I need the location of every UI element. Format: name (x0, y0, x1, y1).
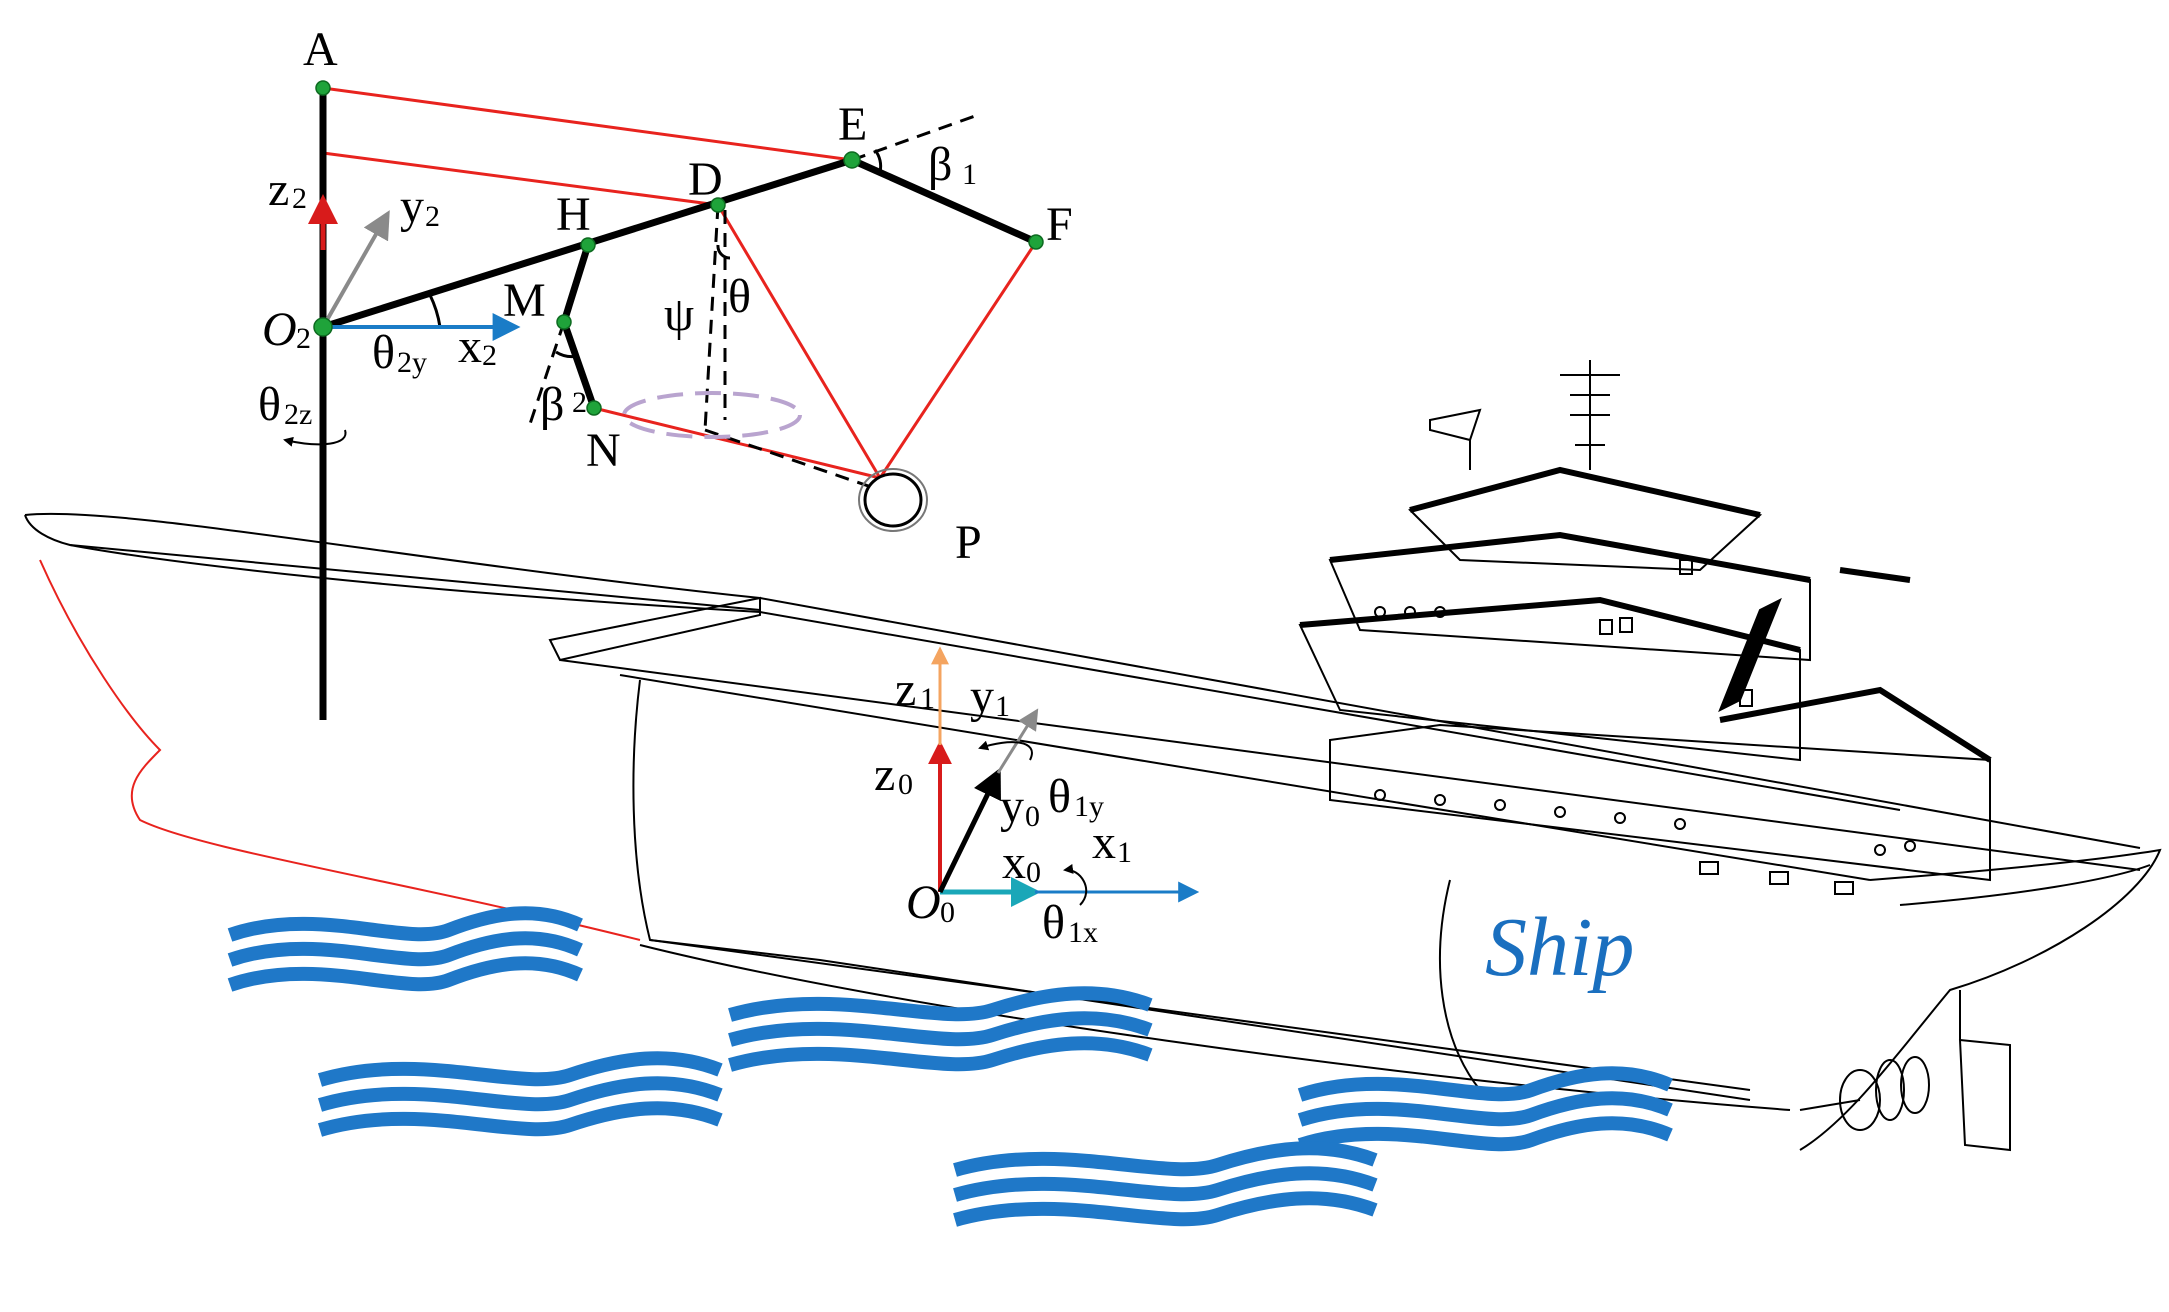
label-psi: ψ (664, 288, 694, 341)
label-F: F (1046, 198, 1073, 251)
jib-EF (850, 156, 1038, 246)
label-theta2z: θ (258, 378, 281, 431)
wave-stripe (728, 986, 1153, 1022)
joint-O2 (313, 317, 333, 337)
cables (322, 86, 1038, 480)
rotation-theta1y (978, 740, 1033, 761)
wave-stripe (953, 1141, 1378, 1177)
label-beta2-sub: 2 (572, 386, 587, 419)
label-O2: O (262, 303, 297, 356)
label-z1: z (895, 663, 916, 716)
label-y0: y (1000, 780, 1024, 833)
wave-stripe (728, 1036, 1153, 1072)
label-O2-sub: 2 (296, 322, 311, 355)
joint-E (843, 151, 861, 169)
label-P: P (955, 516, 982, 569)
label-x2: x (458, 320, 482, 373)
label-theta2y-sub: 2y (397, 346, 427, 379)
label-M: M (503, 274, 546, 327)
label-E: E (838, 98, 867, 151)
bow-outline (39, 559, 641, 941)
label-y2-sub: 2 (425, 200, 440, 233)
rotation-theta1x (1063, 863, 1088, 906)
label-z2: z (268, 163, 289, 216)
wave-stripe (227, 906, 583, 942)
label-z0: z (874, 748, 895, 801)
wave-stripe (1297, 1091, 1673, 1127)
label-theta2y: θ (372, 326, 395, 379)
label-y2: y (400, 180, 424, 233)
label-D: D (688, 153, 723, 206)
label-theta: θ (728, 270, 751, 323)
waves (227, 906, 1673, 1227)
wave-stripe (227, 956, 583, 992)
label-beta2: β (540, 378, 564, 431)
joint-N (586, 400, 602, 416)
ship-label: Ship (1485, 901, 1634, 994)
wave-stripe (953, 1166, 1378, 1202)
label-O0: O (906, 876, 941, 929)
ship-hull (24, 512, 2162, 1151)
labels: A E D H F M N P β 1 β 2 θ ψ z 2 y 2 O 2 … (258, 23, 1634, 994)
rotation-theta2z (283, 429, 347, 447)
swing-ellipse (622, 391, 802, 439)
label-x2-sub: 2 (482, 339, 497, 372)
wave-stripe (1297, 1066, 1673, 1102)
label-y0-sub: 0 (1025, 800, 1040, 833)
axis-y2 (321, 210, 390, 328)
label-y1-sub: 1 (995, 690, 1010, 723)
label-z1-sub: 1 (920, 682, 935, 715)
label-O0-sub: 0 (940, 896, 955, 929)
wave-stripe (317, 1076, 723, 1112)
wave-stripe (728, 1011, 1153, 1047)
label-beta1-sub: 1 (962, 158, 977, 191)
joint-M (556, 314, 572, 330)
label-theta1y: θ (1048, 770, 1071, 823)
joint-H (580, 237, 596, 253)
propeller (1799, 990, 2011, 1152)
wave-stripe (1297, 1116, 1673, 1152)
payload-P (863, 472, 923, 528)
label-z0-sub: 0 (898, 768, 913, 801)
label-x0-sub: 0 (1026, 856, 1041, 889)
joints (313, 80, 1044, 416)
label-theta1x-sub: 1x (1068, 916, 1098, 949)
label-x0: x (1002, 836, 1026, 889)
arm-MN (560, 320, 598, 410)
label-theta1x: θ (1042, 896, 1065, 949)
label-y1: y (970, 670, 994, 723)
label-z2-sub: 2 (292, 182, 307, 215)
wave-stripe (317, 1101, 723, 1137)
label-x1: x (1092, 816, 1116, 869)
wave-stripe (227, 931, 583, 967)
joint-D (710, 197, 726, 213)
payload-shadow (858, 468, 928, 532)
label-theta2z-sub: 2z (284, 398, 312, 431)
ship-superstructure (1298, 360, 1992, 895)
label-beta1: β (928, 138, 952, 191)
joint-A (315, 80, 331, 96)
arm-HM (560, 243, 592, 324)
label-x1-sub: 1 (1117, 836, 1132, 869)
wave-stripe (317, 1051, 723, 1087)
label-N: N (586, 424, 621, 477)
wave-stripe (953, 1191, 1378, 1227)
label-A: A (303, 23, 338, 76)
axis-y0 (937, 767, 1001, 894)
joint-F (1028, 234, 1044, 250)
label-theta1y-sub: 1y (1074, 790, 1104, 823)
label-H: H (556, 188, 591, 241)
